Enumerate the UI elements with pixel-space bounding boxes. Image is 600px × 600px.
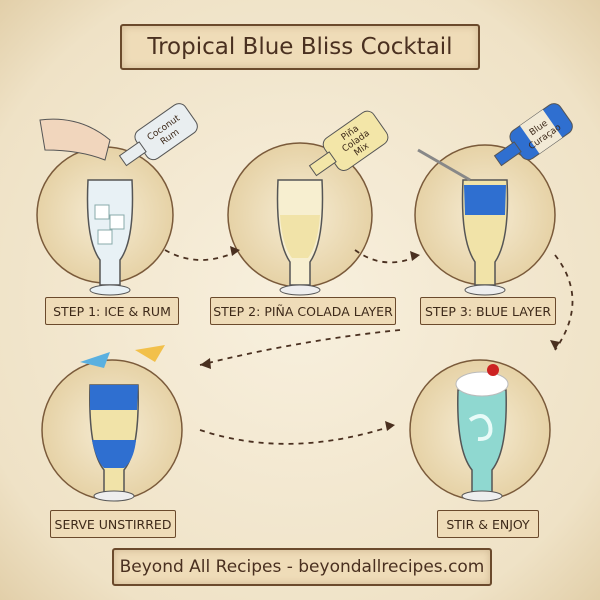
hand	[39, 118, 111, 161]
glass-step2	[276, 179, 324, 296]
step3-label: STEP 3: BLUE LAYER	[420, 297, 556, 325]
step2-label: STEP 2: PIÑA COLADA LAYER	[210, 297, 396, 325]
step1-label: STEP 1: ICE & RUM	[45, 297, 179, 325]
glass-step3	[461, 179, 509, 296]
spoon	[417, 148, 471, 182]
glass-step4	[80, 345, 165, 502]
page-title: Tropical Blue Bliss Cocktail	[120, 24, 480, 70]
glass-step1	[86, 179, 134, 296]
step5-label: STIR & ENJOY	[437, 510, 539, 538]
bottle-pina-colada-mix: Piña Colada Mix	[308, 110, 389, 177]
bottle-blue-curacao: Blue Curaçao	[493, 103, 573, 167]
arrow-heads	[200, 246, 560, 431]
step4-label: SERVE UNSTIRRED	[50, 510, 176, 538]
glass-step5	[455, 364, 509, 502]
bottle-coconut-rum: Coconut Rum	[118, 103, 198, 167]
footer-banner: Beyond All Recipes - beyondallrecipes.co…	[112, 548, 492, 586]
